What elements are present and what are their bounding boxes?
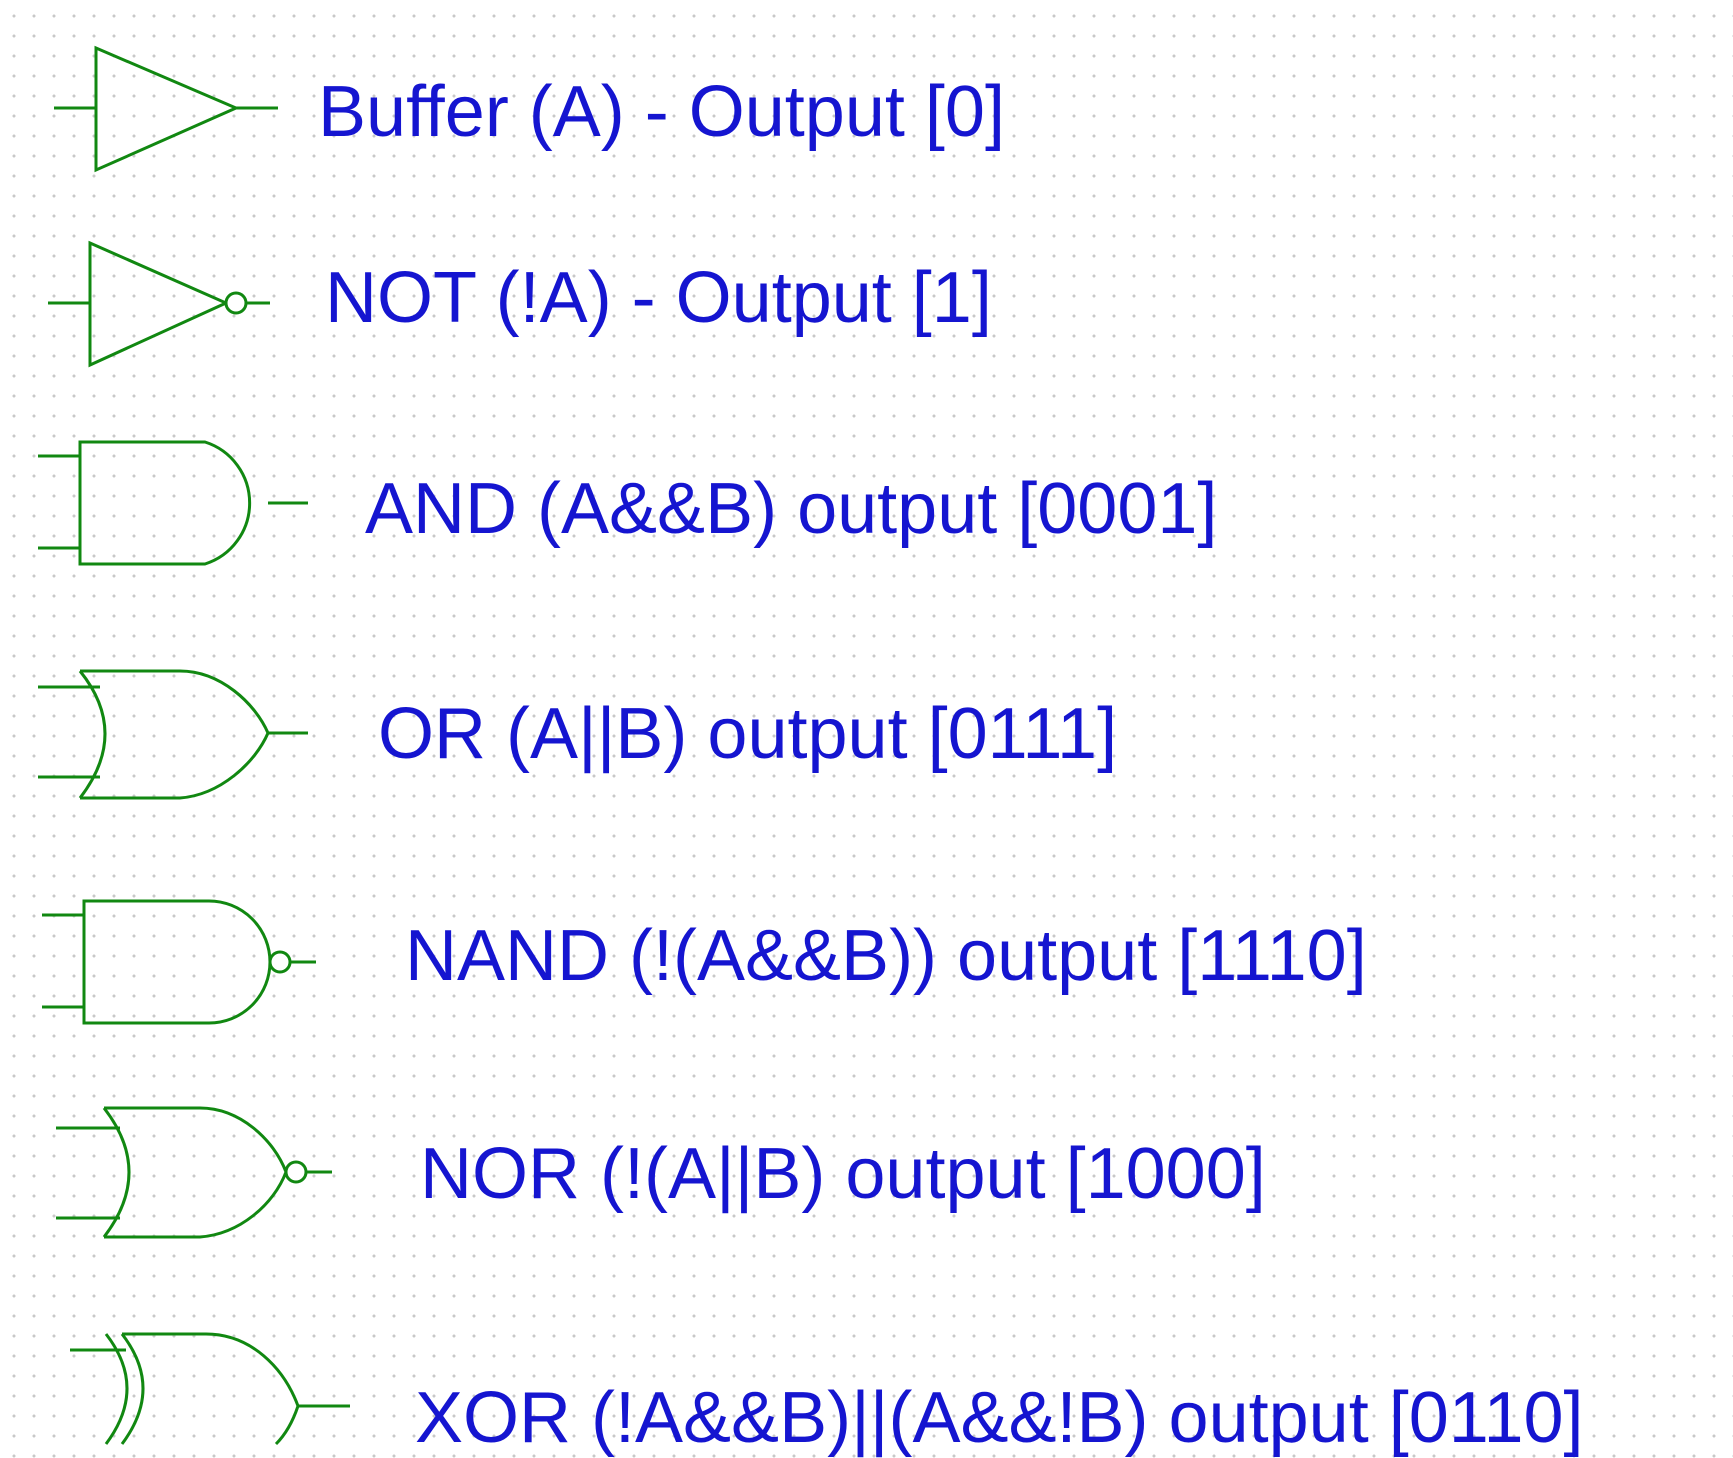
and-gate-label: AND (A&&B) output [0001]	[365, 469, 1218, 549]
nand-gate-label: NAND (!(A&&B)) output [1110]	[405, 916, 1367, 996]
not-gate-label: NOT (!A) - Output [1]	[325, 258, 992, 338]
nor-gate-label: NOR (!(A||B) output [1000]	[420, 1134, 1266, 1214]
nand-gate-icon	[42, 899, 316, 1025]
buffer-gate-label: Buffer (A) - Output [0]	[318, 72, 1005, 152]
nor-gate-icon	[56, 1106, 332, 1239]
or-gate-label: OR (A||B) output [0111]	[378, 694, 1118, 774]
xor-gate-icon	[70, 1332, 350, 1446]
xor-gate-label: XOR (!A&&B)||(A&&!B) output [0110]	[415, 1378, 1584, 1458]
buffer-gate-icon	[54, 45, 278, 173]
and-gate-icon	[38, 440, 308, 566]
not-gate-icon	[48, 240, 270, 368]
or-gate-icon	[38, 669, 308, 800]
